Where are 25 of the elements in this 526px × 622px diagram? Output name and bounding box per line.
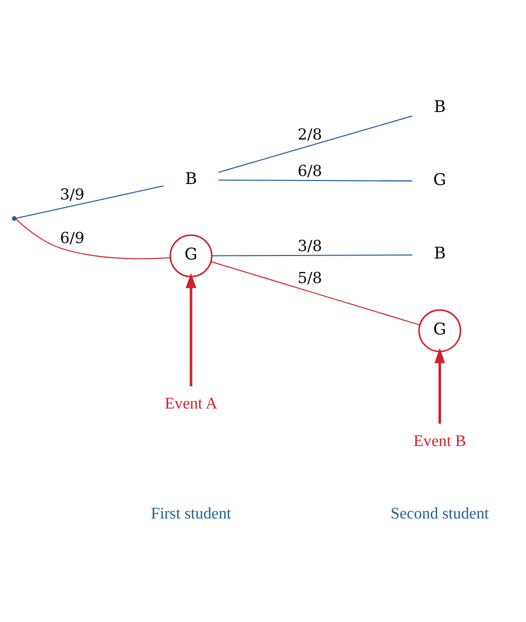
connector (16, 184, 164, 218)
edge-label: 3/9 (60, 184, 84, 203)
connector (212, 254, 412, 256)
edge-label: 3/8 (298, 236, 322, 254)
arrow (186, 272, 196, 386)
edge-label: 6/9 (60, 228, 84, 246)
node-point (12, 216, 17, 220)
node-text: B (434, 96, 446, 116)
arrow (434, 347, 446, 424)
label: First student (150, 505, 232, 522)
node-circle: G (418, 308, 462, 352)
node-text: G (433, 169, 446, 188)
node-text: Event A (164, 394, 218, 412)
connector (218, 115, 412, 172)
node-text: Event B (414, 432, 466, 450)
edge-label: 5/8 (298, 268, 322, 287)
connector (218, 179, 412, 181)
edge-label: 2/8 (298, 125, 322, 144)
node-text: B (434, 243, 446, 262)
connector (16, 218, 170, 259)
node-text: B (185, 168, 197, 188)
node-circle: G (170, 234, 212, 277)
connector (210, 260, 420, 325)
label: Second student (390, 505, 489, 522)
edge-label: 6/8 (298, 162, 322, 180)
